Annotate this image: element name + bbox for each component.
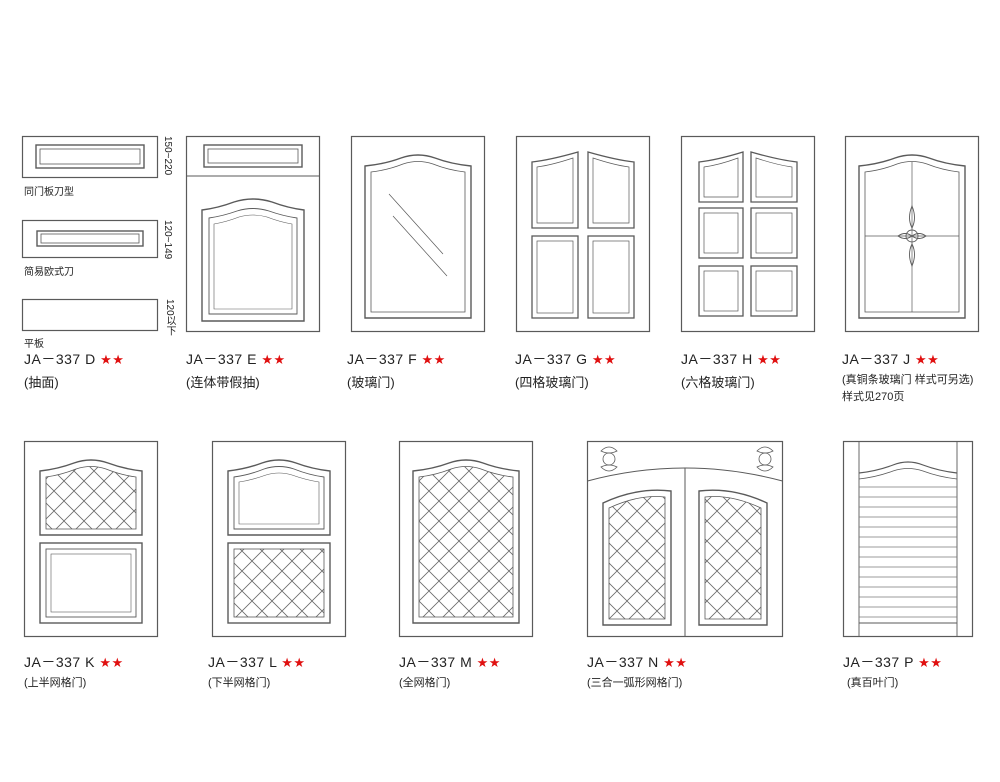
louver-slats xyxy=(859,486,957,618)
door-code: JA－337 H ★★ xyxy=(681,351,782,367)
door-j-drawing xyxy=(844,135,980,333)
door-e-drawing xyxy=(185,135,321,333)
door-code: JA－337 P ★★ xyxy=(843,654,943,670)
door-description: (抽面) xyxy=(24,375,59,390)
door-code: JA－337 M ★★ xyxy=(399,654,501,670)
door-g-drawing xyxy=(515,135,651,333)
door-n-drawing xyxy=(586,440,784,638)
door-description: (上半网格门) xyxy=(24,677,87,689)
door-h-drawing xyxy=(680,135,816,333)
door-code: JA－337 J ★★ xyxy=(842,351,940,367)
door-description: (真铜条玻璃门 样式可另选) xyxy=(842,374,974,386)
rating-stars: ★★ xyxy=(99,655,124,670)
drawer-front-euro xyxy=(21,219,159,259)
drawer-profile-label: 平板 xyxy=(24,339,44,350)
door-code: JA－337 N ★★ xyxy=(587,654,688,670)
door-l-drawing xyxy=(211,440,347,638)
door-description: (玻璃门) xyxy=(347,375,395,390)
ornament-left-icon xyxy=(600,446,618,472)
door-code: JA－337 L ★★ xyxy=(208,654,306,670)
drawer-front-raised xyxy=(21,135,159,179)
door-description: (四格玻璃门) xyxy=(515,375,589,390)
door-description: (连体带假抽) xyxy=(186,375,260,390)
rating-stars: ★★ xyxy=(757,352,782,367)
door-code: JA－337 G ★★ xyxy=(515,351,617,367)
door-note: 样式见270页 xyxy=(842,391,905,403)
door-description: (六格玻璃门) xyxy=(681,375,755,390)
rating-stars: ★★ xyxy=(591,352,617,367)
door-k-drawing xyxy=(23,440,159,638)
door-code: JA－337 D ★★ xyxy=(24,351,125,367)
door-code: JA－337 K ★★ xyxy=(24,654,124,670)
drawer-profile-dimension: 150~220 xyxy=(162,136,173,176)
rating-stars: ★★ xyxy=(663,655,688,670)
door-p-drawing xyxy=(842,440,974,638)
rating-stars: ★★ xyxy=(281,655,306,670)
rating-stars: ★★ xyxy=(476,655,501,670)
drawer-profile-label: 简易欧式刀 xyxy=(24,267,74,278)
door-description: (真百叶门) xyxy=(847,677,899,689)
door-description: (下半网格门) xyxy=(208,677,271,689)
door-description: (三合一弧形网格门) xyxy=(587,677,683,689)
door-m-drawing xyxy=(398,440,534,638)
drawer-front-flat xyxy=(21,298,159,332)
ornament-right-icon xyxy=(756,446,774,472)
door-f-drawing xyxy=(350,135,486,333)
drawer-profile-dimension: 120~149 xyxy=(162,220,173,260)
rating-stars: ★★ xyxy=(918,655,943,670)
drawer-profile-label: 同门板刀型 xyxy=(24,187,74,198)
door-code: JA－337 E ★★ xyxy=(186,351,286,367)
rating-stars: ★★ xyxy=(914,352,940,367)
rating-stars: ★★ xyxy=(261,352,286,367)
door-code: JA－337 F ★★ xyxy=(347,351,446,367)
rating-stars: ★★ xyxy=(100,352,125,367)
door-description: (全网格门) xyxy=(399,677,451,689)
drawer-profile-dimension: 120以下 xyxy=(164,299,175,336)
rating-stars: ★★ xyxy=(421,352,446,367)
